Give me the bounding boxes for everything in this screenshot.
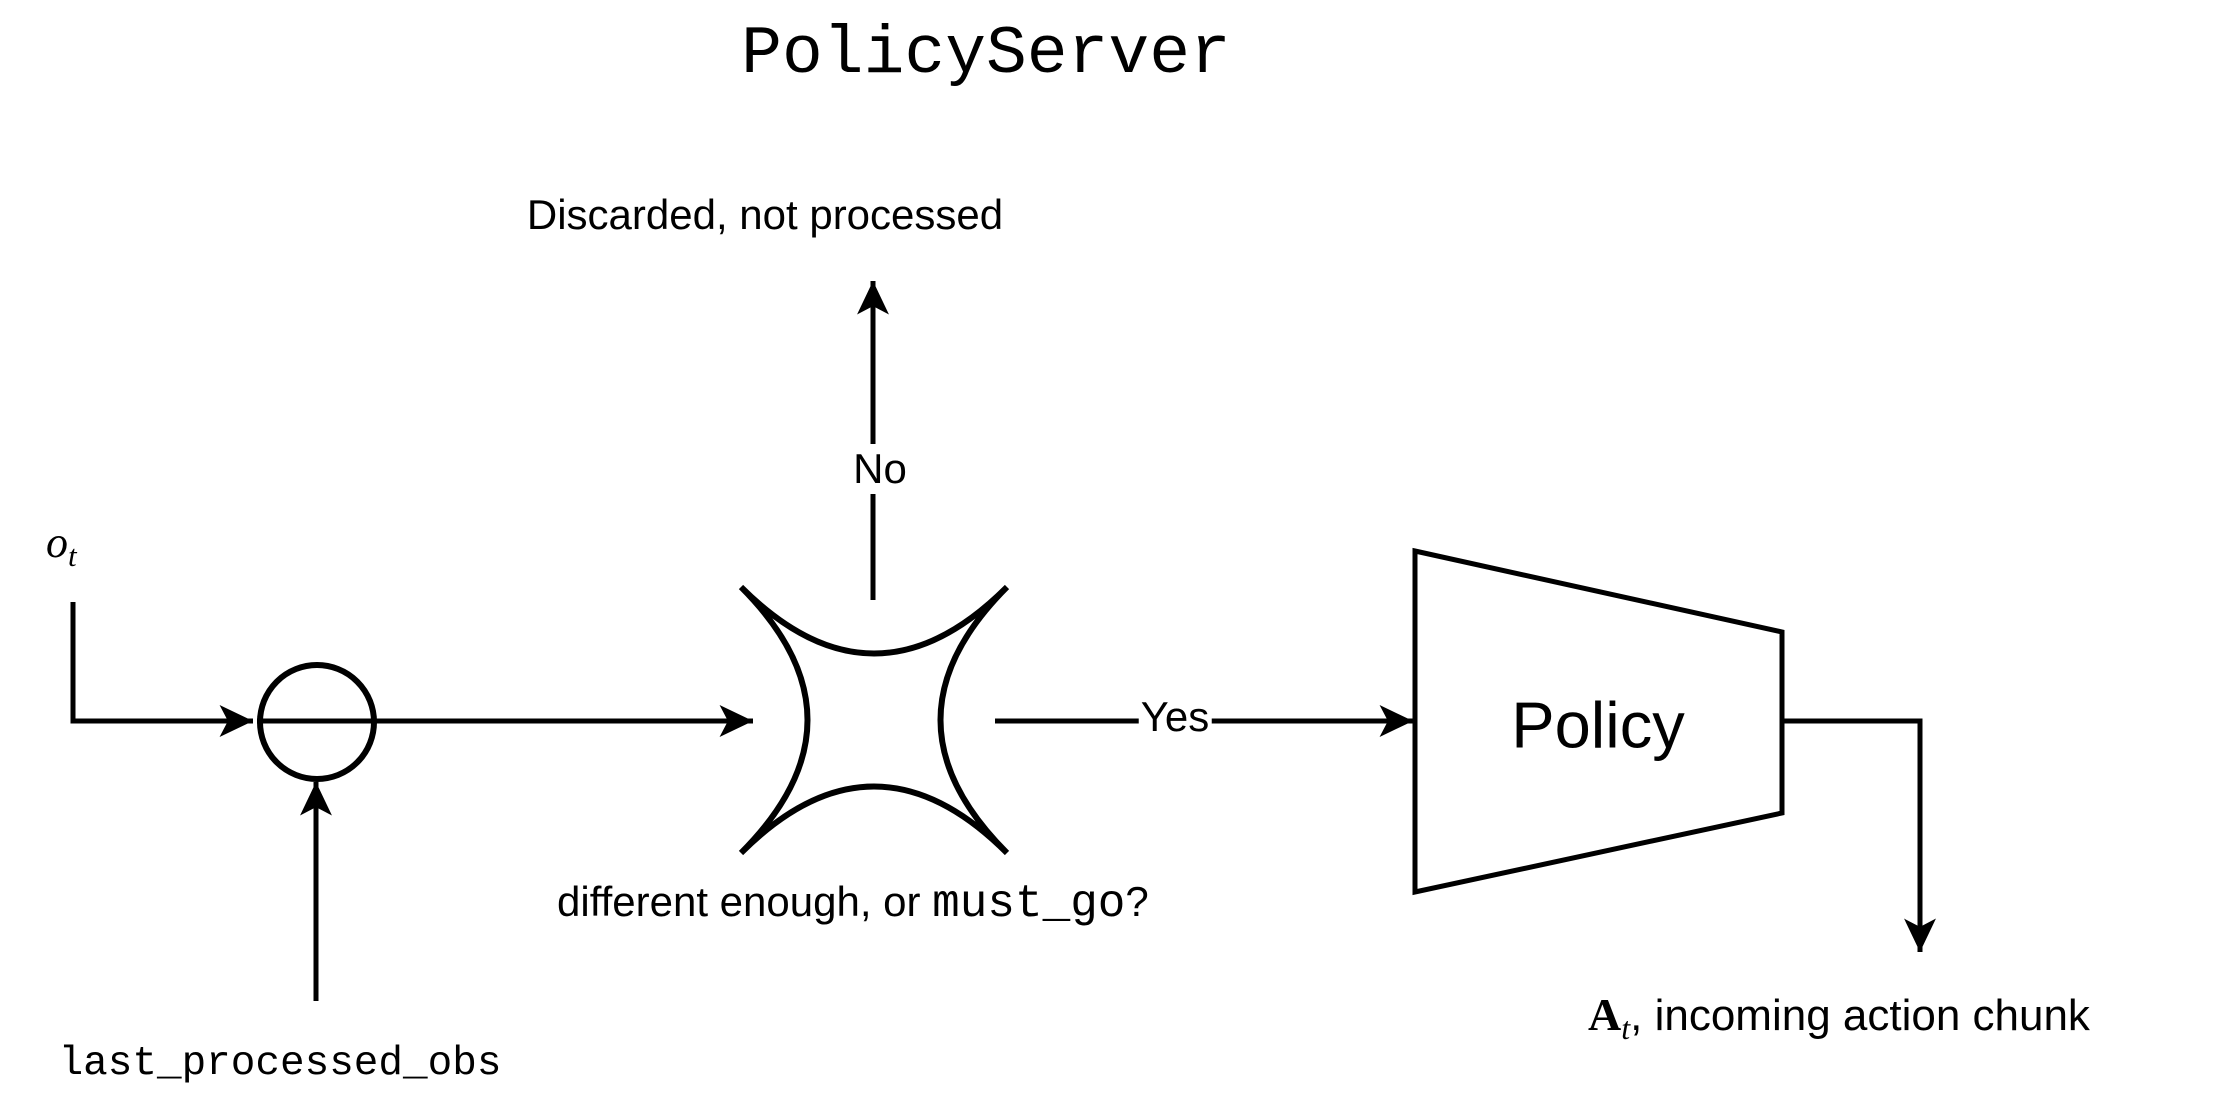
observation-subscript: t (68, 538, 77, 573)
last-processed-obs-label: last_processed_obs (58, 1041, 502, 1087)
action-subscript: t (1621, 1010, 1631, 1046)
diagram-title: PolicyServer (741, 16, 1231, 93)
decision-question-prefix: different enough, or (557, 878, 933, 925)
policy-label: Policy (1511, 688, 1685, 762)
decision-question-label: different enough, or must_go? (557, 878, 1149, 930)
decision-star (738, 584, 1010, 856)
decision-question-suffix: ? (1125, 878, 1149, 925)
observation-variable: o (46, 518, 68, 567)
observation-symbol: ot (46, 518, 77, 572)
no-label: No (847, 444, 913, 494)
discarded-label: Discarded, not processed (526, 191, 1004, 238)
action-chunk-label: At, incoming action chunk (1588, 989, 2090, 1045)
comparator-circle (257, 662, 377, 782)
action-description: , incoming action chunk (1630, 991, 2090, 1040)
decision-question-code: must_go (932, 878, 1126, 930)
yes-label: Yes (1138, 693, 1212, 740)
arrow-observation-input (70, 602, 254, 737)
arrow-policy-output (1782, 718, 1936, 953)
action-variable: A (1588, 989, 1622, 1040)
policy-block (1412, 547, 1785, 896)
